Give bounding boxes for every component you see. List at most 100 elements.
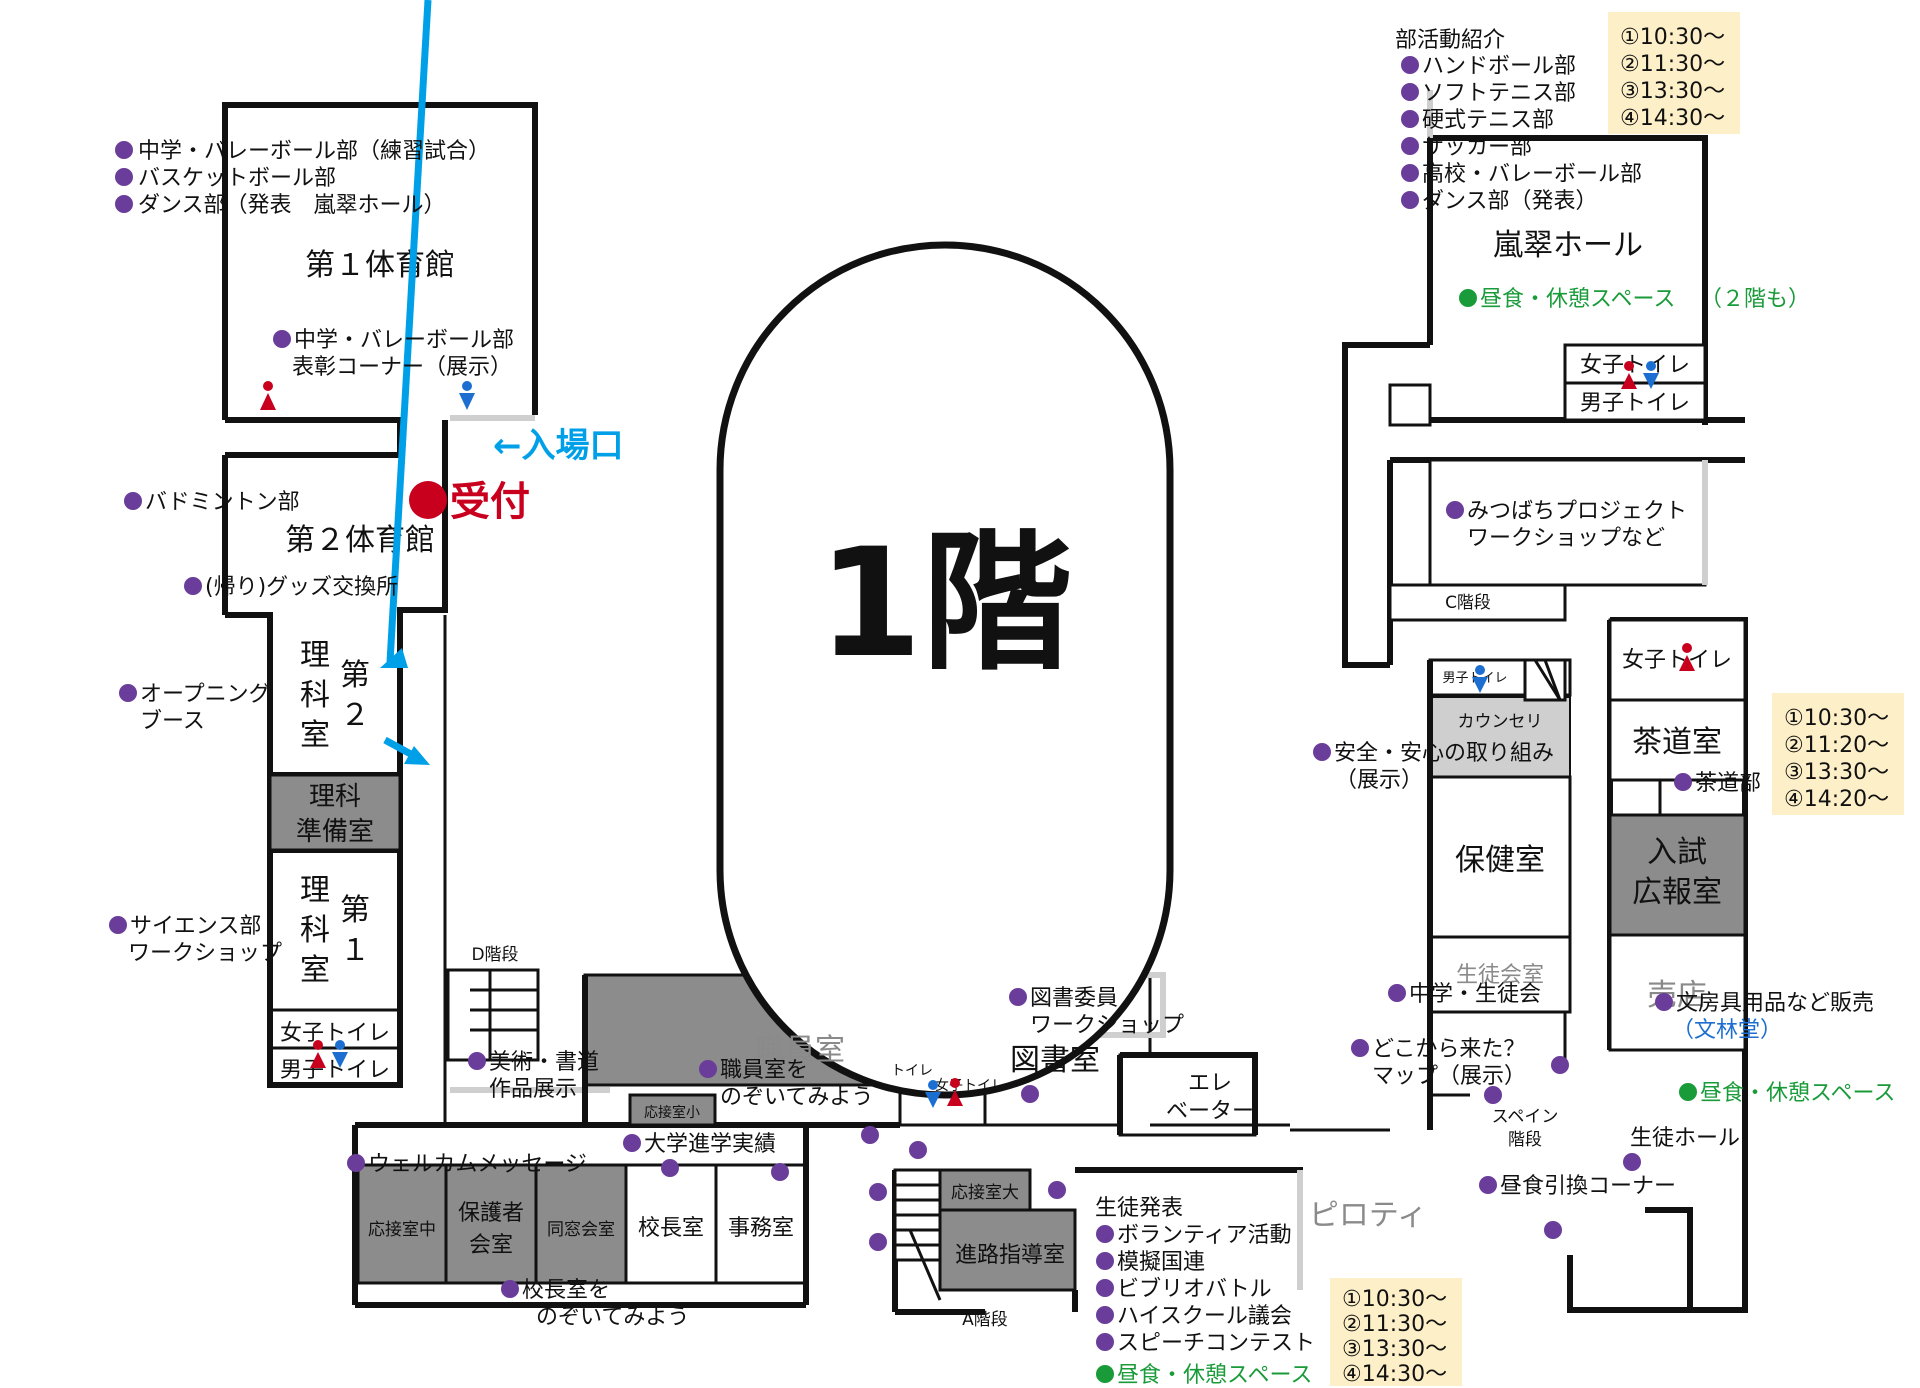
toilet-center-1: トイレ bbox=[891, 1063, 933, 1079]
event-dot bbox=[771, 1163, 789, 1181]
event-hs-council: ハイスクール議会 bbox=[1117, 1304, 1292, 1329]
rest-dot bbox=[1679, 1083, 1697, 1101]
event-dot bbox=[1096, 1306, 1114, 1324]
event-dot bbox=[1401, 56, 1419, 74]
event-dot bbox=[1313, 743, 1331, 761]
event-dot bbox=[909, 1141, 927, 1159]
event-dot bbox=[699, 1060, 717, 1078]
event-dot bbox=[468, 1052, 486, 1070]
event-library-2: ワークショップ bbox=[1030, 1013, 1184, 1038]
female-toilet-icon bbox=[1621, 361, 1637, 389]
tea-room-label: 茶道室 bbox=[1632, 725, 1722, 760]
staff-room-label: 職員室 bbox=[755, 1033, 845, 1068]
event-mitsubachi-2: ワークショップなど bbox=[1467, 526, 1665, 551]
event-mun: 模擬国連 bbox=[1117, 1250, 1205, 1275]
student-hall-label: 生徒ホール bbox=[1630, 1126, 1740, 1151]
male-toilet-icon bbox=[925, 1080, 941, 1108]
admissions-label-2: 広報室 bbox=[1632, 875, 1722, 910]
schedule-presentation: ①10:30～ ②11:30～ ③13:30～ ④14:30～ bbox=[1330, 1278, 1462, 1387]
schedule-pres-2: ②11:30～ bbox=[1342, 1312, 1447, 1337]
schedule-tea-1: ①10:30～ bbox=[1784, 706, 1889, 731]
elevator-label-2: ベーター bbox=[1166, 1099, 1254, 1124]
toilet-male-left: 男子トイレ bbox=[280, 1058, 390, 1083]
schedule-club-2: ②11:30～ bbox=[1620, 52, 1725, 77]
event-dot bbox=[119, 684, 137, 702]
event-dot bbox=[1484, 1086, 1502, 1104]
event-dot bbox=[115, 141, 133, 159]
event-dot bbox=[1446, 501, 1464, 519]
event-opening-2: ブース bbox=[140, 709, 205, 734]
event-goods: (帰り)グッズ交換所 bbox=[205, 575, 398, 600]
schedule-club-4: ④14:30～ bbox=[1620, 106, 1725, 131]
event-science-1: サイエンス部 bbox=[130, 914, 261, 939]
toilet-female-left: 女子トイレ bbox=[280, 1021, 390, 1046]
schedule-club-1: ①10:30～ bbox=[1620, 25, 1725, 50]
event-dot bbox=[661, 1159, 679, 1177]
event-mitsubachi-1: みつばちプロジェクト bbox=[1467, 499, 1687, 524]
event-principal-1: 校長室を bbox=[522, 1278, 610, 1303]
principal-room bbox=[624, 1163, 718, 1285]
rest-dot bbox=[1459, 289, 1477, 307]
entrance-arrow-lower bbox=[383, 736, 430, 765]
event-dot bbox=[1096, 1279, 1114, 1297]
science2-char-2: 科 bbox=[300, 678, 330, 713]
toilet-female-right: 女子トイレ bbox=[1622, 648, 1732, 673]
event-biblio: ビブリオバトル bbox=[1117, 1277, 1272, 1302]
event-dance: ダンス部（発表） bbox=[1422, 189, 1598, 214]
female-toilet-icon bbox=[310, 1040, 326, 1068]
hall-label: 嵐翠ホール bbox=[1493, 228, 1643, 263]
male-toilet-icon bbox=[1643, 361, 1659, 389]
event-gym1-2: バスケットボール部 bbox=[138, 166, 336, 191]
event-award-2: 表彰コーナー（展示） bbox=[292, 355, 512, 380]
event-dot bbox=[1551, 1056, 1569, 1074]
event-dot bbox=[1021, 1085, 1039, 1103]
pta-room bbox=[444, 1163, 538, 1285]
event-dot bbox=[1401, 83, 1419, 101]
event-tea-club: 茶道部 bbox=[1695, 771, 1761, 796]
pilotis-label: ピロティ bbox=[1309, 1198, 1427, 1233]
right-building bbox=[1342, 90, 1748, 1313]
event-dot bbox=[1096, 1225, 1114, 1243]
office-room bbox=[714, 1163, 808, 1285]
event-hs-volley: 高校・バレーボール部 bbox=[1422, 162, 1642, 187]
event-badminton: バドミントン部 bbox=[145, 490, 300, 515]
event-dot bbox=[501, 1280, 519, 1298]
reception-mid-label: 応接室中 bbox=[368, 1220, 436, 1240]
infirmary-label: 保健室 bbox=[1455, 843, 1545, 878]
event-dot bbox=[1544, 1221, 1562, 1239]
schedule-club-3: ③13:30～ bbox=[1620, 79, 1725, 104]
rest-dot bbox=[1096, 1365, 1114, 1383]
event-library-1: 図書委員 bbox=[1030, 986, 1118, 1011]
female-toilet-icon bbox=[947, 1078, 963, 1106]
running-track bbox=[716, 241, 1174, 1099]
event-dot bbox=[115, 168, 133, 186]
event-dot bbox=[869, 1183, 887, 1201]
event-gym1-1: 中学・バレーボール部（練習試合） bbox=[138, 139, 490, 164]
schedule-club: ①10:30～ ②11:30～ ③13:30～ ④14:30～ bbox=[1608, 12, 1740, 134]
event-club-intro: 部活動紹介 bbox=[1395, 28, 1505, 53]
entrance-arrow-upper bbox=[380, 0, 432, 668]
office-label: 事務室 bbox=[728, 1216, 794, 1241]
female-toilet-icon bbox=[260, 381, 276, 410]
event-dot bbox=[861, 1126, 879, 1144]
event-dot bbox=[1674, 773, 1692, 791]
event-dot bbox=[1401, 191, 1419, 209]
principal-label: 校長室 bbox=[638, 1216, 704, 1241]
schedule-pres-4: ④14:30～ bbox=[1342, 1362, 1447, 1387]
science1-char-3: 室 bbox=[300, 953, 330, 988]
event-dot bbox=[124, 492, 142, 510]
elevator-label-1: エレ bbox=[1188, 1071, 1232, 1096]
event-bunrindo: （文林堂） bbox=[1672, 1018, 1782, 1043]
event-dot bbox=[184, 577, 202, 595]
event-art-2: 作品展示 bbox=[489, 1077, 577, 1102]
gym2-label: 第２体育館 bbox=[285, 523, 435, 558]
alumni-label: 同窓会室 bbox=[547, 1220, 615, 1240]
career-label: 進路指導室 bbox=[955, 1243, 1065, 1268]
event-soft-tennis: ソフトテニス部 bbox=[1422, 81, 1576, 106]
event-safety-1: 安全・安心の取り組み bbox=[1334, 741, 1554, 766]
a-stairs-label: A階段 bbox=[962, 1310, 1008, 1330]
event-where-1: どこから来た？ bbox=[1372, 1037, 1525, 1062]
reception-large-label: 応接室大 bbox=[951, 1183, 1019, 1203]
event-dot bbox=[1096, 1333, 1114, 1351]
science2-char-5: ２ bbox=[340, 698, 370, 733]
